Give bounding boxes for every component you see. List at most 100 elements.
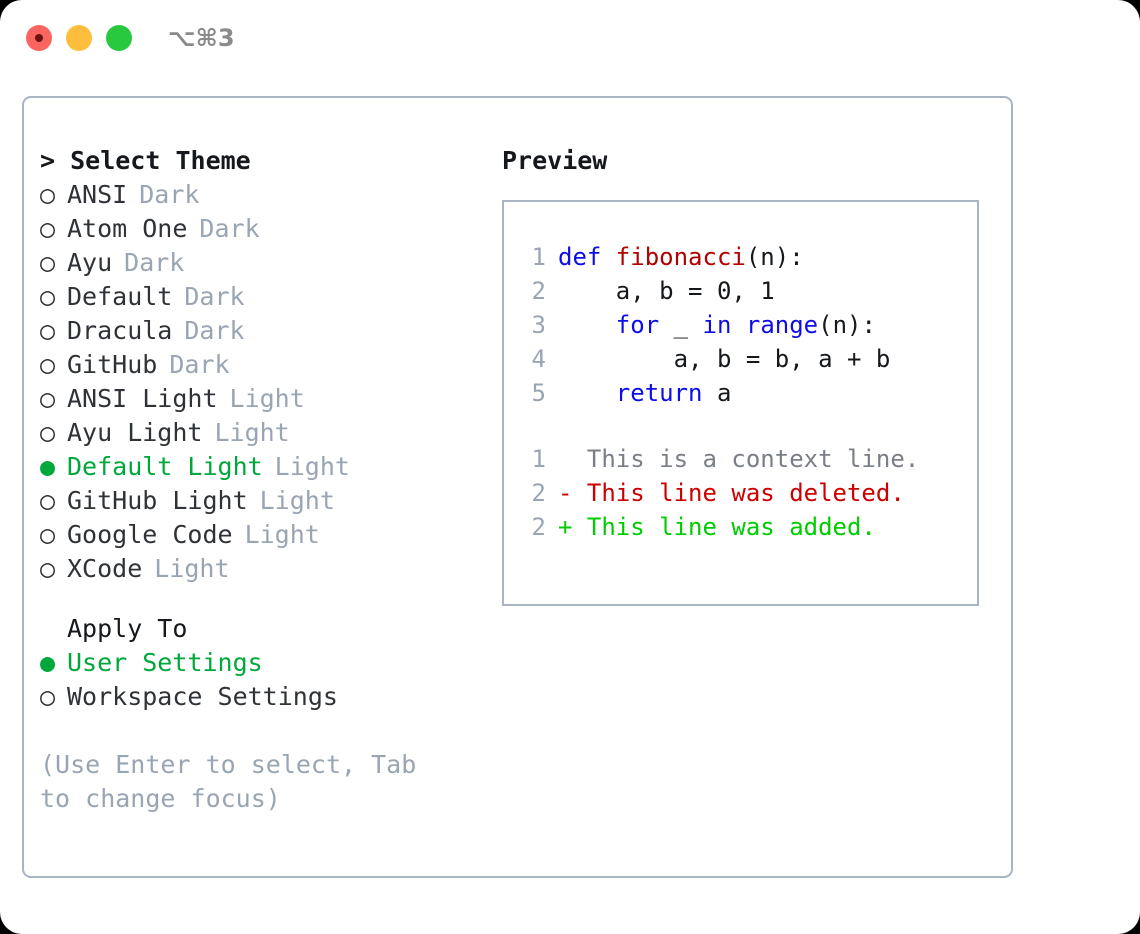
theme-option-label: Ayu Light [67, 418, 203, 447]
select-theme-header: > Select Theme [40, 146, 251, 175]
radio-unselected-icon: ○ [40, 316, 56, 345]
code-line-text: for _ in range(n): [558, 308, 876, 342]
section-spacer [40, 586, 492, 612]
apply-to-option-label: Workspace Settings [67, 682, 338, 711]
radio-unselected-icon: ○ [40, 554, 56, 583]
diff-line-text: + This line was added. [558, 513, 876, 541]
radio-unselected-icon: ○ [40, 282, 56, 311]
theme-option-variant-tag: Light [229, 384, 305, 413]
code-token-plain: _ [659, 311, 703, 339]
radio-unselected-icon: ○ [40, 180, 56, 209]
code-line-text: def fibonacci(n): [558, 240, 804, 274]
code-token-plain: (n): [745, 243, 804, 271]
apply-to-option-workspace-settings[interactable]: ○ Workspace Settings [40, 680, 492, 714]
diff-line-del: 2 - This line was deleted. [516, 476, 973, 510]
diff-line-ctx: 1 This is a context line. [516, 442, 973, 476]
code-token-plain: a, b = b, a + b [558, 345, 891, 373]
theme-option-xcode[interactable]: ○ XCode Light [40, 552, 492, 586]
theme-option-default-light[interactable]: ● Default Light Light [40, 450, 492, 484]
code-token-fn: fibonacci [615, 243, 746, 271]
theme-option-dracula[interactable]: ○ Dracula Dark [40, 314, 492, 348]
theme-option-variant-tag: Dark [199, 214, 260, 243]
theme-option-variant-tag: Dark [169, 350, 230, 379]
code-line: 1 def fibonacci(n): [516, 240, 973, 274]
theme-option-label: Default [67, 282, 173, 311]
theme-option-github-light[interactable]: ○ GitHub Light Light [40, 484, 492, 518]
code-line: 3 for _ in range(n): [516, 308, 973, 342]
keyboard-hint-text: (Use Enter to select, Tab to change focu… [40, 750, 432, 813]
code-line-text: a, b = 0, 1 [558, 274, 775, 308]
code-line: 5 return a [516, 376, 973, 410]
diff-line-number: 2 [531, 479, 546, 507]
theme-option-label: Dracula [67, 316, 173, 345]
theme-option-ayu-light[interactable]: ○ Ayu Light Light [40, 416, 492, 450]
theme-option-label: GitHub [67, 350, 158, 379]
code-token-kw: def [558, 243, 616, 271]
radio-unselected-icon: ○ [40, 682, 56, 711]
code-diff-gap [516, 410, 973, 442]
apply-to-option-user-settings[interactable]: ● User Settings [40, 646, 492, 680]
theme-option-google-code[interactable]: ○ Google Code Light [40, 518, 492, 552]
theme-option-ayu[interactable]: ○ Ayu Dark [40, 246, 492, 280]
code-token-plain [731, 311, 745, 339]
theme-option-label: GitHub Light [67, 486, 248, 515]
theme-option-variant-tag: Dark [124, 248, 185, 277]
code-token-plain: a, b = 0, 1 [558, 277, 775, 305]
radio-unselected-icon: ○ [40, 520, 56, 549]
theme-option-label: Ayu [67, 248, 113, 277]
code-line: 2 a, b = 0, 1 [516, 274, 973, 308]
code-token-kw: in [702, 311, 732, 339]
code-token-kw: return [615, 379, 703, 407]
code-line-number: 3 [531, 311, 546, 339]
radio-selected-icon: ● [40, 452, 56, 481]
diff-line-text: - This line was deleted. [558, 479, 905, 507]
code-line: 4 a, b = b, a + b [516, 342, 973, 376]
diff-line-number: 1 [531, 445, 546, 473]
minimize-window-button[interactable] [66, 25, 92, 51]
theme-option-variant-tag: Light [154, 554, 230, 583]
theme-option-label: ANSI [67, 180, 128, 209]
maximize-window-button[interactable] [106, 25, 132, 51]
theme-option-variant-tag: Light [244, 520, 320, 549]
radio-unselected-icon: ○ [40, 248, 56, 277]
code-line-number: 2 [531, 277, 546, 305]
radio-unselected-icon: ○ [40, 486, 56, 515]
diff-line-add: 2 + This line was added. [516, 510, 973, 544]
theme-option-variant-tag: Light [259, 486, 335, 515]
close-window-button[interactable] [26, 25, 52, 51]
theme-option-variant-tag: Light [214, 418, 290, 447]
code-token-kw: range [745, 311, 819, 339]
preview-title: Preview [502, 146, 608, 175]
radio-unselected-icon: ○ [40, 418, 56, 447]
theme-option-label: XCode [67, 554, 143, 583]
diff-line-number: 2 [531, 513, 546, 541]
window-titlebar: ⌥⌘3 [0, 0, 1140, 78]
theme-option-label: ANSI Light [67, 384, 218, 413]
code-token-plain: (n): [818, 311, 876, 339]
code-line-number: 1 [531, 243, 546, 271]
apply-to-list: ● User Settings ○ Workspace Settings [40, 646, 492, 714]
radio-selected-icon: ● [40, 648, 56, 677]
theme-option-label: Google Code [67, 520, 233, 549]
apply-to-option-label: User Settings [67, 648, 263, 677]
theme-option-variant-tag: Light [274, 452, 350, 481]
code-line-number: 5 [531, 379, 546, 407]
theme-option-variant-tag: Dark [184, 316, 245, 345]
hint-spacer [40, 714, 492, 748]
code-token-plain: a [702, 379, 732, 407]
code-line-number: 4 [531, 345, 546, 373]
theme-option-label: Default Light [67, 452, 263, 481]
radio-unselected-icon: ○ [40, 214, 56, 243]
